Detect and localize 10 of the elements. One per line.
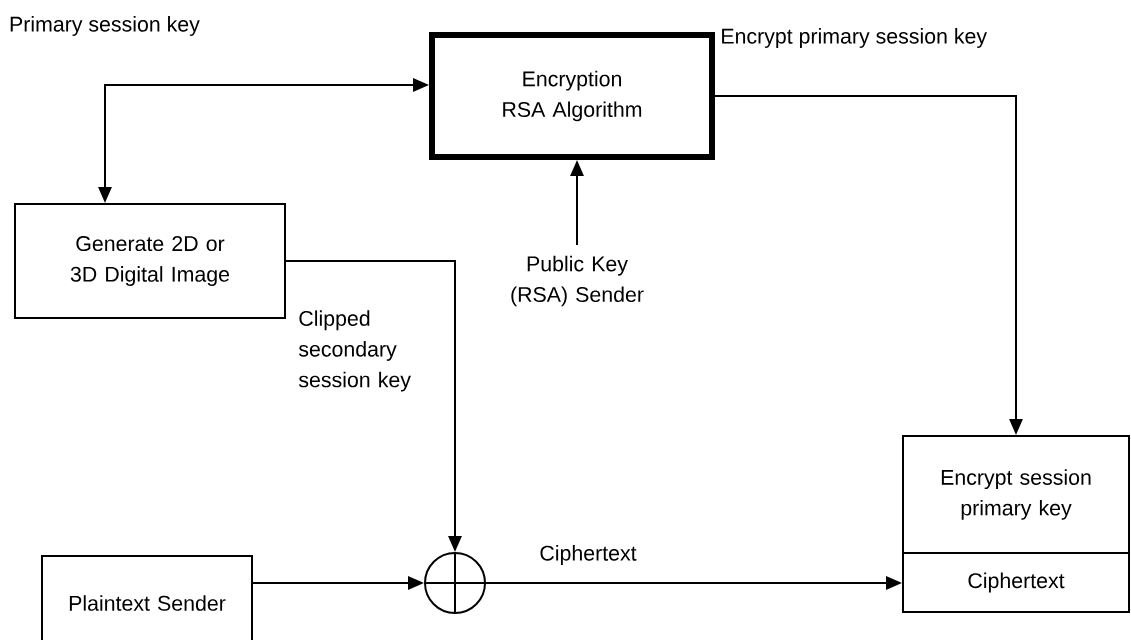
edge-label: Encrypt primary session key [719,26,989,50]
process-box: Plaintext Sender [41,555,253,640]
note-label: Primary session key [10,16,200,36]
process-box: Generate 2D or 3D Digital Image [14,203,286,319]
edge-label: Ciphertext [538,543,638,567]
record-box: Encrypt session primary key Ciphertext [901,435,1131,613]
xor-circle [423,551,487,615]
edge-label: Clipped secondary session key [297,309,435,393]
process-box: Encryption RSA Algorithm [429,32,715,160]
key-text: Public Key (RSA) Sender [511,255,644,307]
